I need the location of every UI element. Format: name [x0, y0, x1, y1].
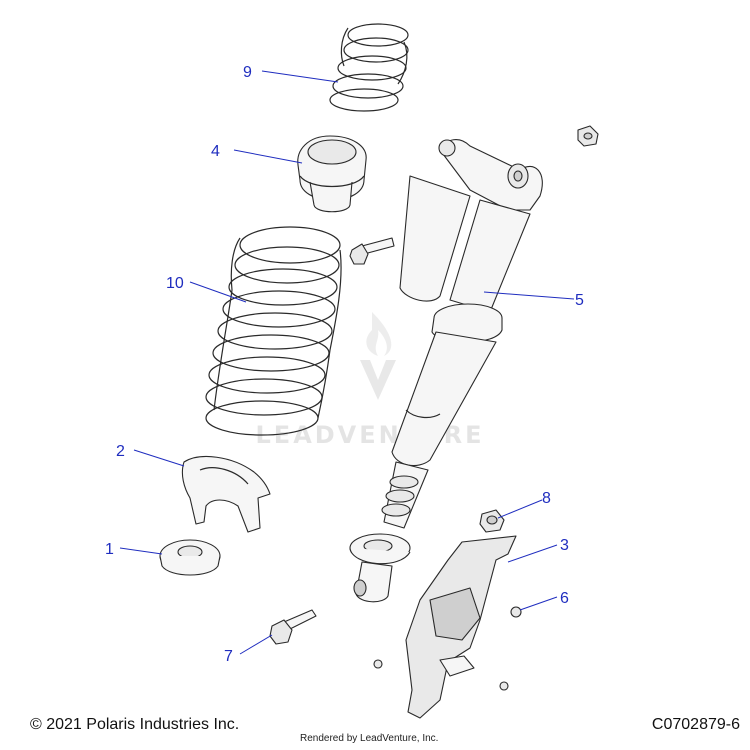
part-nut-top-right — [577, 125, 599, 147]
part-10-main-spring — [205, 226, 342, 436]
drawing-id: C0702879-6 — [651, 716, 740, 733]
part-6-push-rivet — [373, 606, 522, 691]
callout-8: 8 — [542, 490, 551, 507]
rendered-by-text: Rendered by LeadVenture, Inc. — [300, 733, 439, 744]
callout-3: 3 — [560, 537, 569, 554]
part-5-shock-absorber — [349, 139, 543, 603]
callout-2: 2 — [116, 443, 125, 460]
part-8-nut — [479, 509, 505, 533]
callout-4: 4 — [211, 143, 220, 160]
callout-9: 9 — [243, 64, 252, 81]
callout-6: 6 — [560, 590, 569, 607]
leader-lines — [119, 70, 575, 655]
callout-1: 1 — [105, 541, 114, 558]
part-3-shock-guard — [405, 535, 517, 719]
part-4-spring-seat — [297, 135, 367, 213]
part-7-bolt — [269, 609, 317, 645]
part-9-small-spring — [329, 23, 409, 112]
part-1-cup-washer — [159, 539, 221, 576]
callout-5: 5 — [575, 292, 584, 309]
callout-7: 7 — [224, 648, 233, 665]
copyright-text: © 2021 Polaris Industries Inc. — [30, 716, 240, 733]
part-2-retainer-clip — [181, 456, 271, 533]
watermark-text: LEADVENTURE — [256, 421, 485, 449]
callout-10: 10 — [166, 275, 184, 292]
part-bolt-upper — [349, 237, 395, 265]
